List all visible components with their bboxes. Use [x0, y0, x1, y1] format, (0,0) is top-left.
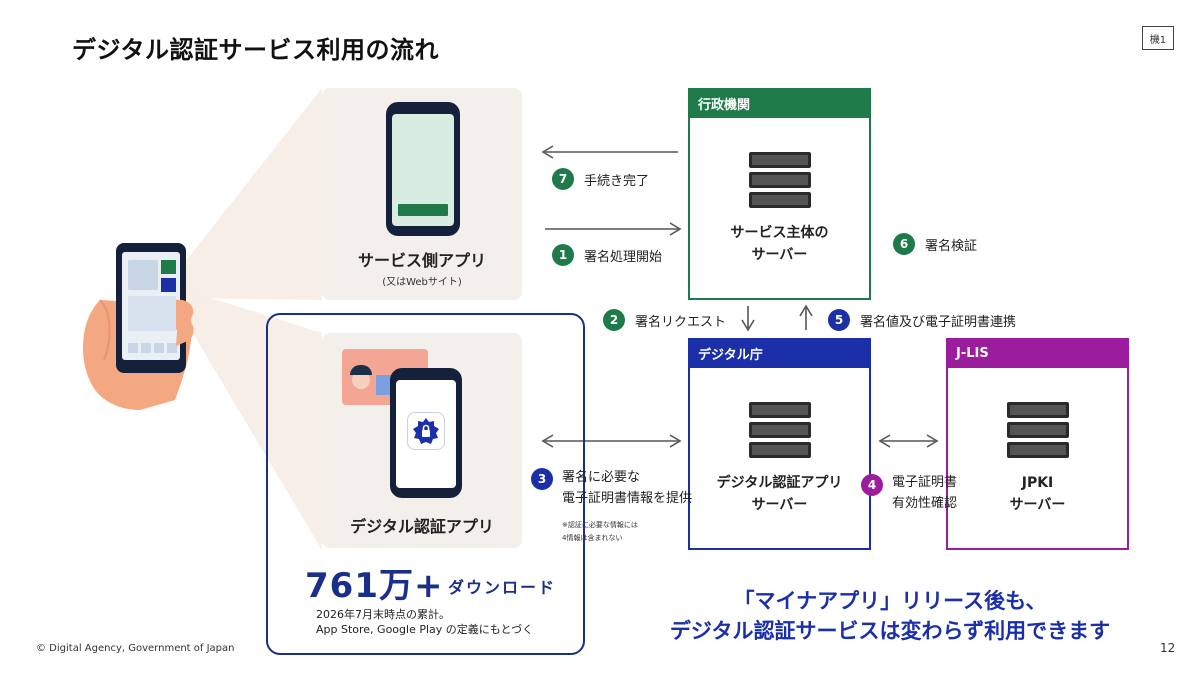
- document-tag: 機1: [1142, 26, 1174, 50]
- step-4-label-2: 有効性確認: [892, 496, 958, 511]
- step-3-label-2: 電子証明書情報を提供: [562, 491, 693, 506]
- gov-box-header: 行政機関: [688, 88, 871, 118]
- step-3-label-1: 署名に必要な: [562, 470, 641, 485]
- auth-app-lock-icon: [407, 412, 445, 450]
- step-5-number: 5: [828, 309, 850, 331]
- jlis-box: J-LIS JPKI サーバー: [946, 338, 1129, 550]
- gov-box: 行政機関 サービス主体の サーバー: [688, 88, 871, 300]
- hand-icon: [82, 243, 194, 410]
- step-1-number: 1: [552, 244, 574, 266]
- step-3-note-2: 4情報は含まれない: [562, 534, 623, 542]
- release-message: 「マイナアプリ」リリース後も、 デジタル認証サービスは変わらず利用できます: [640, 586, 1140, 646]
- release-message-1: 「マイナアプリ」リリース後も、: [733, 589, 1047, 613]
- step-5-label: 署名値及び電子証明書連携: [860, 314, 1017, 330]
- step-3-note: ※認証に必要な情報には 4情報は含まれない: [562, 519, 638, 545]
- jlis-server-label-1: JPKI: [1021, 475, 1054, 491]
- gov-server-icon: [749, 152, 811, 208]
- step-1: 1 署名処理開始: [552, 244, 662, 266]
- step-4-label-1: 電子証明書: [892, 475, 958, 490]
- step-5: 5 署名値及び電子証明書連携: [828, 309, 1016, 331]
- step-2-number: 2: [603, 309, 625, 331]
- step-7-label: 手続き完了: [584, 173, 650, 189]
- step-7: 7 手続き完了: [552, 168, 649, 190]
- gov-server-label-2: サーバー: [751, 247, 808, 263]
- jlis-server-icon: [1007, 402, 1069, 458]
- beam-top: [185, 88, 322, 300]
- step-3-number: 3: [531, 468, 553, 490]
- beam-bottom: [185, 290, 322, 550]
- release-message-2: デジタル認証サービスは変わらず利用できます: [669, 619, 1111, 643]
- service-app-phone-icon: [386, 102, 460, 236]
- service-app-label: サービス側アプリ: [357, 251, 486, 270]
- step-2-label: 署名リクエスト: [635, 314, 727, 330]
- auth-app-label: デジタル認証アプリ: [350, 517, 494, 536]
- auth-app-frame: [266, 313, 585, 655]
- digital-box: デジタル庁 デジタル認証アプリ サーバー: [688, 338, 871, 550]
- step-4: 電子証明書 有効性確認: [892, 472, 957, 514]
- downloads-note-2: App Store, Google Play の定義にもとづく: [316, 623, 534, 636]
- step-1-label: 署名処理開始: [584, 249, 663, 265]
- downloads-count: 761万+: [305, 566, 444, 606]
- step-4-number: 4: [861, 474, 883, 496]
- digital-server-label-2: サーバー: [751, 497, 808, 513]
- downloads-note-1: 2026年7月末時点の累計。: [316, 608, 450, 621]
- downloads-label: ダウンロード: [448, 578, 557, 597]
- digital-server-label-1: デジタル認証アプリ: [716, 475, 843, 491]
- step-2: 2 署名リクエスト: [603, 309, 726, 331]
- step-6: 6 署名検証: [893, 233, 977, 255]
- gov-server-label-1: サービス主体の: [730, 225, 829, 241]
- jlis-box-header: J-LIS: [946, 338, 1129, 368]
- jlis-server-label-2: サーバー: [1009, 497, 1066, 513]
- page-title: デジタル認証サービス利用の流れ: [72, 36, 440, 64]
- digital-box-header: デジタル庁: [688, 338, 871, 368]
- step-6-number: 6: [893, 233, 915, 255]
- step-3-note-1: ※認証に必要な情報には: [562, 521, 638, 529]
- step-3: 署名に必要な 電子証明書情報を提供: [562, 467, 692, 509]
- step-6-label: 署名検証: [925, 238, 978, 254]
- page-number: 12: [1160, 641, 1176, 655]
- digital-server-icon: [749, 402, 811, 458]
- copyright: © Digital Agency, Government of Japan: [36, 643, 235, 654]
- auth-app-phone-icon: [390, 368, 462, 498]
- service-app-sublabel: (又はWebサイト): [382, 277, 462, 288]
- step-7-number: 7: [552, 168, 574, 190]
